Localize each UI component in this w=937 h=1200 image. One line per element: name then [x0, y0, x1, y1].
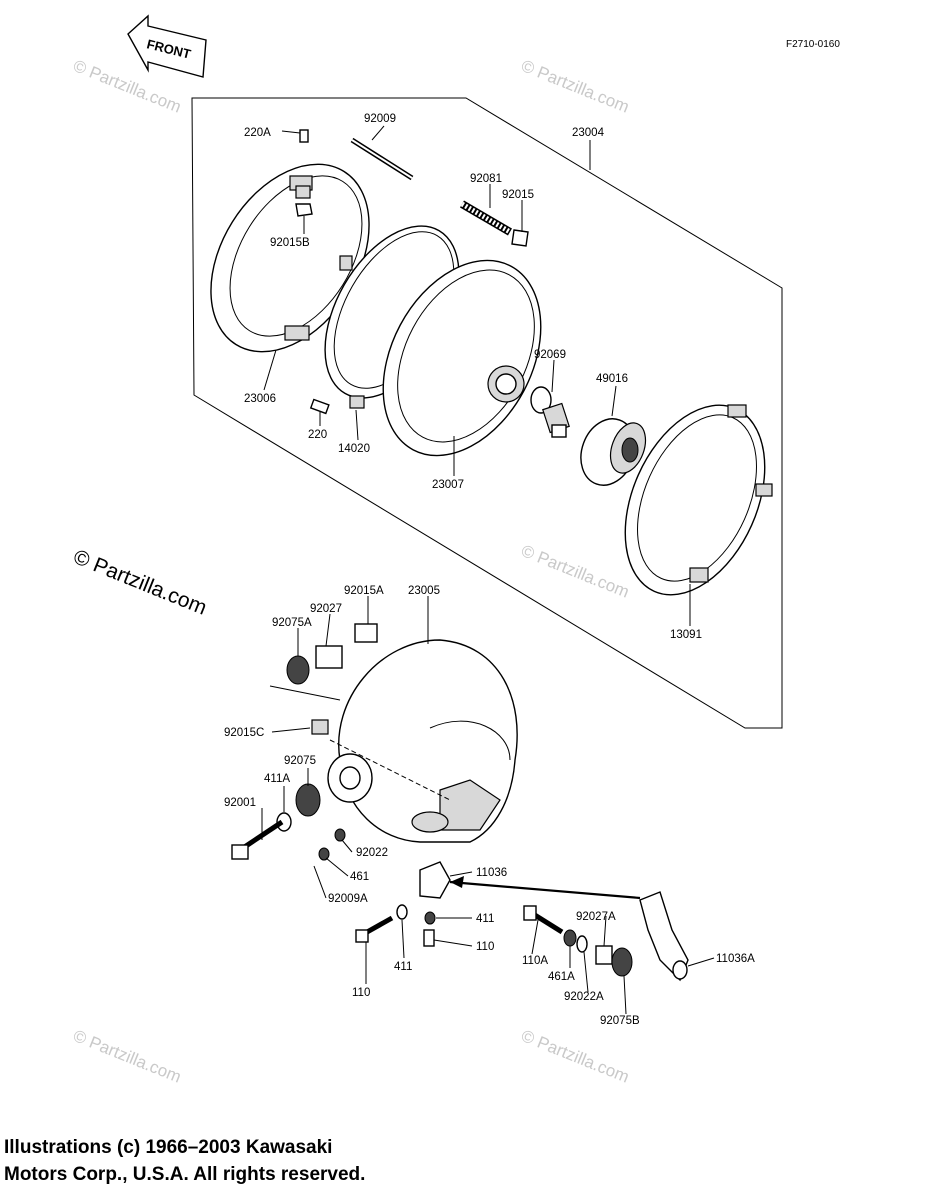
label-411-bottom: 411	[394, 961, 412, 973]
sealed-beam-23007	[382, 259, 542, 457]
label-220: 220	[308, 429, 327, 441]
label-92081: 92081	[470, 173, 502, 185]
copyright-notice: Illustrations (c) 1966–2003 Kawasaki Mot…	[4, 1134, 365, 1188]
side-hardware-left	[231, 623, 378, 861]
watermark-3: © Partzilla.com	[519, 541, 632, 602]
top-hardware	[295, 129, 529, 415]
label-23006: 23006	[244, 393, 276, 405]
label-110-right: 110	[476, 941, 494, 953]
bracket-11036	[419, 861, 689, 982]
label-461A: 461A	[548, 971, 575, 983]
label-92075A: 92075A	[272, 617, 312, 629]
label-220A: 220A	[244, 127, 271, 139]
headlight-housing-23005	[269, 639, 518, 843]
label-411-right: 411	[476, 913, 494, 925]
watermark-5: © Partzilla.com	[519, 1026, 632, 1087]
mount-ring-13091	[624, 404, 773, 596]
label-92069: 92069	[534, 349, 566, 361]
assembly-boundary	[191, 97, 783, 729]
part-labels: 220A 92009 23004 92081 92015 92015B 9206…	[224, 113, 755, 1027]
copyright-line-2: Motors Corp., U.S.A. All rights reserved…	[4, 1164, 366, 1185]
label-110-bottom: 110	[352, 987, 370, 999]
label-11036: 11036	[476, 867, 507, 879]
label-23004: 23004	[572, 127, 605, 139]
bulb-92069	[530, 386, 570, 438]
watermark-4: © Partzilla.com	[71, 1026, 184, 1087]
label-92001: 92001	[224, 797, 256, 809]
label-92022: 92022	[356, 847, 388, 859]
label-23007: 23007	[432, 479, 464, 491]
label-92022A: 92022A	[564, 991, 604, 1003]
copyright-line-1: Illustrations (c) 1966–2003 Kawasaki	[4, 1137, 333, 1158]
label-92015B: 92015B	[270, 237, 310, 249]
label-92015: 92015	[502, 189, 534, 201]
label-92015A: 92015A	[344, 585, 384, 597]
label-110A: 110A	[522, 955, 548, 967]
lower-hardware	[355, 904, 633, 977]
leader-lines	[261, 125, 715, 1015]
front-arrow-icon: FRONT	[127, 14, 207, 78]
label-14020: 14020	[338, 443, 370, 455]
label-49016: 49016	[596, 373, 628, 385]
label-92009A: 92009A	[328, 893, 368, 905]
label-92015C: 92015C	[224, 727, 264, 739]
label-11036A: 11036A	[716, 953, 755, 965]
label-92027A: 92027A	[576, 911, 616, 923]
label-23005: 23005	[408, 585, 440, 597]
watermark-2: © Partzilla.com	[519, 56, 632, 117]
label-92075B: 92075B	[600, 1015, 640, 1027]
watermark-main: © Partzilla.com	[70, 545, 210, 619]
label-411A: 411A	[264, 773, 290, 785]
label-92075: 92075	[284, 755, 316, 767]
figure-code: F2710-0160	[786, 39, 840, 50]
label-13091: 13091	[670, 629, 702, 641]
label-92027: 92027	[310, 603, 342, 615]
socket-49016	[580, 418, 647, 486]
label-92009: 92009	[364, 113, 396, 125]
label-461: 461	[350, 871, 369, 883]
